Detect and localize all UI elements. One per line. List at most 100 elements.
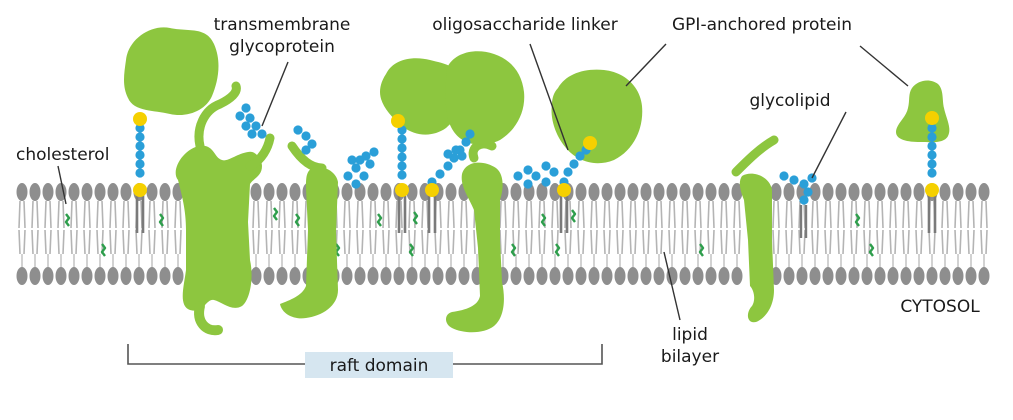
lipid-tail [57, 229, 65, 255]
lipid-tail [837, 229, 845, 255]
sugar-bead [361, 151, 371, 161]
lipid-head [887, 183, 899, 201]
gpi-protein-globules [124, 27, 950, 164]
lipid-head [952, 267, 964, 285]
lipid-head [380, 183, 392, 201]
label-cytosol: CYTOSOL [900, 297, 980, 317]
lipid-head [263, 183, 275, 201]
lipid-tail [577, 200, 585, 229]
lipid-head [809, 183, 821, 201]
lipid-tail [681, 200, 689, 229]
lipid-tail [850, 229, 858, 255]
lipid-tail [772, 200, 780, 229]
lipid-head [107, 183, 119, 201]
cholesterol-molecule [334, 243, 341, 257]
label-lipid-line2: bilayer [661, 347, 719, 367]
gpi-anchor-stalk [135, 195, 145, 233]
transmembrane-glycoprotein [175, 81, 275, 336]
lipid-head [861, 267, 873, 285]
lipid-tail [863, 229, 871, 255]
lipid-tail [941, 229, 949, 255]
cholesterol-molecule [554, 243, 561, 257]
lipid-head [653, 183, 665, 201]
lipid-tail [915, 200, 923, 229]
lipid-tail [824, 200, 832, 229]
sugar-bead [927, 141, 937, 151]
sugar-bead [569, 159, 579, 169]
lipid-head [133, 267, 145, 285]
gpi-protein-globule-1 [124, 27, 219, 116]
lipid-tail [954, 200, 962, 229]
gpi-anchor-dot [395, 183, 409, 197]
leader-cholesterol [57, 165, 67, 205]
sugar-bead [531, 171, 541, 181]
sugar-bead [927, 159, 937, 169]
lipid-tail [460, 229, 468, 255]
label-leader-lines [57, 43, 909, 321]
lipid-head [276, 267, 288, 285]
lipid-head [29, 183, 41, 201]
lipid-head [978, 183, 990, 201]
lipid-head [939, 267, 951, 285]
lipid-tail [863, 200, 871, 229]
lipid-head [874, 183, 886, 201]
lipid-tail [668, 229, 676, 255]
lipid-tail [681, 229, 689, 255]
raft-domain-label: raft domain [330, 356, 429, 376]
lipid-tail [57, 200, 65, 229]
sugar-bead [779, 171, 789, 181]
lipid-tail [18, 229, 26, 255]
sugar-bead [397, 152, 407, 162]
lipid-tail [980, 229, 988, 255]
leader-glycolipid [811, 111, 847, 179]
lipid-head [913, 183, 925, 201]
lipid-head [770, 183, 782, 201]
gpi-anchor-stalks [135, 195, 937, 233]
lipid-tail [967, 229, 975, 255]
lipid-tail [356, 200, 364, 229]
sugar-bead [927, 168, 937, 178]
lipid-tail [954, 229, 962, 255]
sugar-bead [799, 179, 809, 189]
sugar-bead [451, 145, 461, 155]
lipid-head [263, 267, 275, 285]
sugar-bead [251, 121, 261, 131]
lipid-head [42, 183, 54, 201]
sugar-bead [513, 171, 523, 181]
lipid-tail [122, 200, 130, 229]
lipid-tail [772, 229, 780, 255]
lipid-tail [733, 229, 741, 255]
lipid-head [445, 183, 457, 201]
gpi-anchor-dot [557, 183, 571, 197]
lipid-head [692, 183, 704, 201]
sugar-bead [301, 131, 311, 141]
lipid-tail [174, 229, 182, 255]
lipid-head [627, 183, 639, 201]
sugar-bead [365, 159, 375, 169]
lipid-head [250, 267, 262, 285]
sugar-bead [241, 121, 251, 131]
lipid-tail [733, 200, 741, 229]
glycolipid-tail [799, 205, 808, 238]
label-cholesterol: cholesterol [16, 145, 109, 165]
sugar-bead [799, 195, 809, 205]
lipid-tail [720, 200, 728, 229]
lipid-head [523, 267, 535, 285]
label-glycolipid: glycolipid [749, 91, 830, 111]
lipid-tail [811, 229, 819, 255]
lipid-tail [564, 229, 572, 255]
lipid-tail [83, 200, 91, 229]
diagram-labels: transmembrane glycoprotein oligosacchari… [16, 15, 980, 367]
lipid-head [29, 267, 41, 285]
cholesterol-molecule [698, 243, 705, 257]
lipid-head [445, 267, 457, 285]
lipid-head [536, 267, 548, 285]
lipid-tail [291, 229, 299, 255]
sugar-bead [575, 151, 585, 161]
lipid-tail [109, 200, 117, 229]
lipid-tail [96, 200, 104, 229]
label-oligosaccharide-linker: oligosaccharide linker [432, 15, 617, 35]
lipid-tail [460, 200, 468, 229]
lipid-tail [785, 200, 793, 229]
lipid-head [731, 183, 743, 201]
